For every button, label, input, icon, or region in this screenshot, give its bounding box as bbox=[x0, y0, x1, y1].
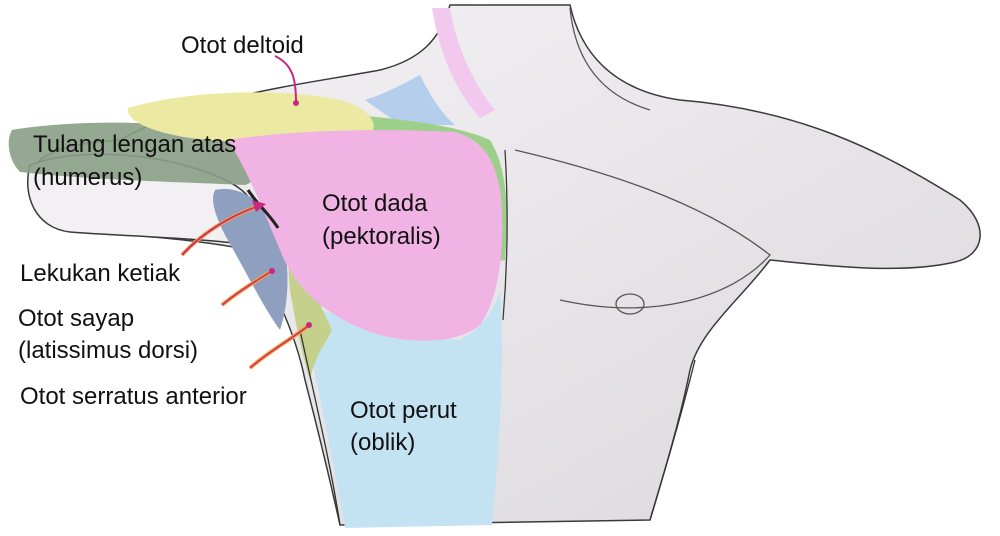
torso-right-edge bbox=[649, 359, 696, 521]
oblique-label-line1: Otot perut bbox=[350, 397, 457, 424]
pectoralis-label-line2: (pektoralis) bbox=[322, 223, 441, 250]
deltoid-leader bbox=[274, 55, 297, 103]
pectoralis-label-line1: Otot dada bbox=[322, 190, 428, 217]
sternum-line bbox=[502, 149, 508, 321]
armpit-fold bbox=[246, 189, 280, 229]
deltoid-muscle bbox=[127, 92, 374, 143]
serratus-label: Otot serratus anterior bbox=[20, 383, 247, 410]
latissimus-muscle bbox=[213, 189, 288, 330]
pectoralis-muscle bbox=[228, 130, 503, 341]
humerus-label-line1: Tulang lengan atas bbox=[33, 131, 237, 158]
humerus-label-line2: (humerus) bbox=[33, 164, 143, 191]
trapezius-region bbox=[365, 75, 455, 125]
oblique-label-line2: (oblik) bbox=[350, 429, 416, 456]
armpit-label: Lekukan ketiak bbox=[20, 260, 181, 287]
serratus-leader-dot bbox=[306, 322, 312, 328]
armpit-leader-inner bbox=[181, 204, 263, 256]
latissimus-label-line1: Otot sayap bbox=[18, 305, 135, 332]
oblique-muscle bbox=[300, 290, 503, 528]
deltoid-label: Otot deltoid bbox=[181, 32, 304, 59]
latissimus-leader-inner bbox=[221, 271, 271, 306]
latissimus-leader-dot bbox=[269, 268, 275, 274]
armpit-arrowhead bbox=[252, 200, 266, 212]
serratus-leader-inner bbox=[249, 325, 309, 369]
latissimus-label-line2: (latissimus dorsi) bbox=[18, 337, 199, 364]
nipple bbox=[615, 293, 645, 315]
neck-line-right bbox=[569, 7, 651, 111]
neck-muscle bbox=[432, 8, 495, 118]
deltoid-leader-dot bbox=[293, 100, 299, 106]
torso-left-edge bbox=[299, 329, 341, 526]
